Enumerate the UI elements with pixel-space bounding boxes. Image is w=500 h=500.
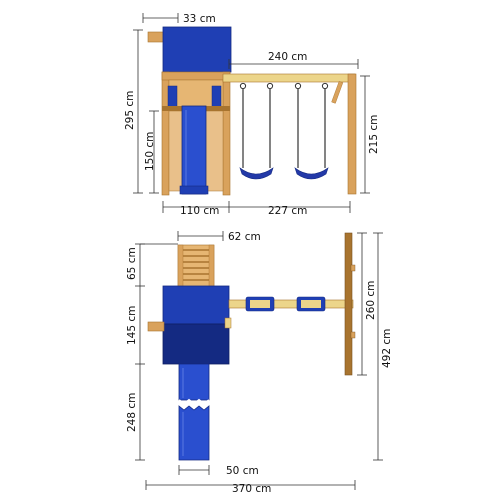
slide-break-mark-upper — [178, 398, 210, 406]
hand-grip-left — [167, 85, 178, 109]
ladder-rungs — [183, 249, 209, 281]
tower-top-frame — [161, 71, 231, 81]
roof-stub-left — [147, 31, 165, 43]
swing-beam-top-view — [228, 299, 354, 309]
label-roof-width: 33 cm — [183, 13, 216, 25]
label-overall-depth: 492 cm — [381, 329, 393, 368]
swing-frame-bracket-1 — [350, 264, 356, 272]
swing-hook-2a — [294, 82, 302, 90]
swing-hook-2b — [321, 82, 329, 90]
slide-exit — [179, 185, 209, 195]
label-swing-beam-length: 240 cm — [268, 51, 307, 63]
side-view-dimensions: 33 cm 240 cm 295 cm 150 cm 215 cm 110 cm… — [124, 13, 380, 217]
slide-top-lower — [178, 405, 210, 461]
label-swing-height: 215 cm — [368, 115, 380, 154]
top-view-dimensions: 62 cm 65 cm 145 cm 248 cm 260 cm 492 cm … — [126, 231, 393, 495]
label-platform-height: 150 cm — [144, 132, 156, 171]
label-tower-width: 110 cm — [180, 205, 219, 217]
roof-panel — [162, 26, 232, 73]
label-swing-span: 227 cm — [268, 205, 307, 217]
tower-post-right — [222, 71, 231, 196]
swing-seat-1 — [239, 167, 274, 180]
label-slide-width: 50 cm — [226, 465, 259, 477]
label-ladder-width: 62 cm — [228, 231, 261, 243]
swing-post — [347, 73, 357, 195]
label-ladder-length: 65 cm — [126, 247, 138, 280]
roof-top-view-shadow — [162, 323, 230, 365]
swing-frame-leg — [344, 232, 353, 376]
swing-hook-1b — [266, 82, 274, 90]
label-overall-width: 370 cm — [232, 483, 271, 495]
hand-grip-right — [211, 85, 222, 109]
label-total-height: 295 cm — [124, 91, 136, 130]
top-view — [147, 232, 356, 461]
slide-top-upper — [178, 363, 210, 401]
ladder-rail-left — [177, 244, 184, 288]
roof-stub-top — [147, 321, 165, 332]
tower-handle — [224, 317, 232, 329]
label-slide-length: 248 cm — [126, 393, 138, 432]
swing-brace — [331, 81, 344, 104]
label-tower-depth: 145 cm — [126, 306, 138, 345]
swing-hook-1a — [239, 82, 247, 90]
swing-seat-2 — [294, 167, 329, 180]
roof-top-view — [162, 285, 230, 325]
ladder-rail-right — [208, 244, 215, 288]
swing-beam — [222, 73, 356, 83]
swing-frame-bracket-2 — [350, 331, 356, 339]
label-swing-frame-depth: 260 cm — [365, 281, 377, 320]
side-view — [147, 26, 357, 196]
